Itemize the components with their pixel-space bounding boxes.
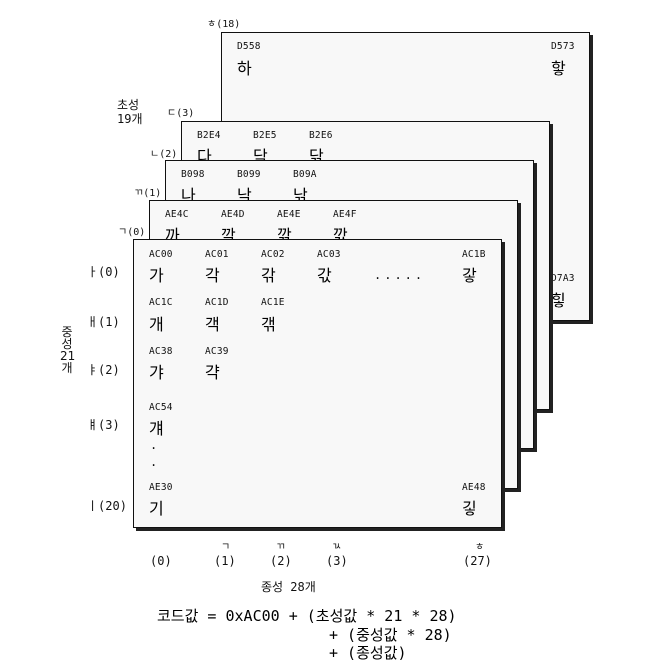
code-AE30: AE30 [149, 482, 173, 493]
col-jamo-hieut: ㅎ [475, 542, 485, 553]
row-label-yae: ㅒ(3) [87, 418, 120, 432]
col-index-0: (0) [150, 554, 172, 568]
code-AC39: AC39 [205, 346, 229, 357]
syllable-gaek: 객 [205, 315, 220, 334]
code-D7A3: D7A3 [551, 273, 575, 284]
formula-line-1: 코드값 = 0xAC00 + (초성값 * 21 * 28) [157, 607, 457, 625]
choseong-count: 19개 [117, 112, 143, 126]
col-index-2: (2) [270, 554, 292, 568]
syllable-ha: 하 [237, 59, 252, 78]
jungseong-char: 21 [60, 349, 76, 363]
layer-giyeok: AC00 가 AC01 각 AC02 갂 AC03 갃 ..... AC1B 갛… [133, 239, 502, 528]
code-AC54: AC54 [149, 402, 173, 413]
code-AE4E: AE4E [277, 209, 301, 220]
syllable-gyak: 갹 [205, 363, 220, 382]
syllable-gaekk: 갞 [261, 315, 276, 334]
jungseong-char: 개 [61, 361, 73, 375]
col-index-1: (1) [214, 554, 236, 568]
syllable-gyae: 걔 [149, 419, 164, 438]
syllable-gakk: 갂 [261, 266, 276, 285]
jungseong-char: 중 [61, 325, 73, 339]
syllable-gaks: 갃 [317, 266, 332, 285]
code-B2E6: B2E6 [309, 130, 333, 141]
row-label-a: ㅏ(0) [87, 265, 120, 279]
syllable-gya: 갸 [149, 363, 164, 382]
row-label-ya: ㅑ(2) [87, 363, 120, 377]
ellipsis: ..... [374, 268, 426, 282]
code-AC01: AC01 [205, 249, 229, 260]
code-B099: B099 [237, 169, 261, 180]
layer-label-nieun: ㄴ(2) [150, 149, 178, 160]
code-AC38: AC38 [149, 346, 173, 357]
code-AE4D: AE4D [221, 209, 245, 220]
jungseong-char: 성 [61, 337, 73, 351]
layer-label-giyeok: ㄱ(0) [118, 227, 146, 238]
code-B09A: B09A [293, 169, 317, 180]
code-AC1D: AC1D [205, 297, 229, 308]
formula-line-3: + (종성값) [329, 644, 407, 662]
code-AC03: AC03 [317, 249, 341, 260]
syllable-gae: 개 [149, 315, 164, 334]
syllable-gi: 기 [149, 499, 164, 518]
layer-label-ssanggiyeok: ㄲ(1) [134, 188, 162, 199]
col-jamo-giyeok: ㄱ [221, 542, 231, 553]
code-B098: B098 [181, 169, 205, 180]
formula-line-2: + (중성값 * 28) [329, 626, 452, 644]
syllable-gih: 깋 [462, 499, 477, 518]
code-D573: D573 [551, 41, 575, 52]
code-B2E4: B2E4 [197, 130, 221, 141]
col-index-3: (3) [326, 554, 348, 568]
code-AC00: AC00 [149, 249, 173, 260]
code-AE4F: AE4F [333, 209, 357, 220]
code-AC02: AC02 [261, 249, 285, 260]
code-AC1B: AC1B [462, 249, 486, 260]
layer-label-digeut: ㄷ(3) [167, 108, 195, 119]
syllable-ga: 가 [149, 266, 164, 285]
code-AE48: AE48 [462, 482, 486, 493]
syllable-hih: 힣 [551, 291, 566, 310]
col-index-27: (27) [463, 554, 492, 568]
code-AE4C: AE4C [165, 209, 189, 220]
col-jamo-giyeok-siot: ㄳ [332, 542, 342, 553]
code-AC1C: AC1C [149, 297, 173, 308]
syllable-hah: 핳 [551, 59, 566, 78]
code-D558: D558 [237, 41, 261, 52]
col-jamo-ssanggiyeok: ㄲ [276, 542, 286, 553]
layer-label-hieut: ㅎ(18) [207, 19, 241, 30]
row-label-ae: ㅐ(1) [87, 315, 120, 329]
syllable-gah: 갛 [462, 266, 477, 285]
code-B2E5: B2E5 [253, 130, 277, 141]
row-label-i: ㅣ(20) [87, 499, 127, 513]
syllable-gak: 각 [205, 266, 220, 285]
choseong-title: 초성 [117, 98, 140, 112]
vertical-dot: . [150, 438, 158, 452]
vertical-dot: . [150, 455, 158, 469]
jongseong-caption: 종성 28개 [261, 580, 316, 594]
code-AC1E: AC1E [261, 297, 285, 308]
